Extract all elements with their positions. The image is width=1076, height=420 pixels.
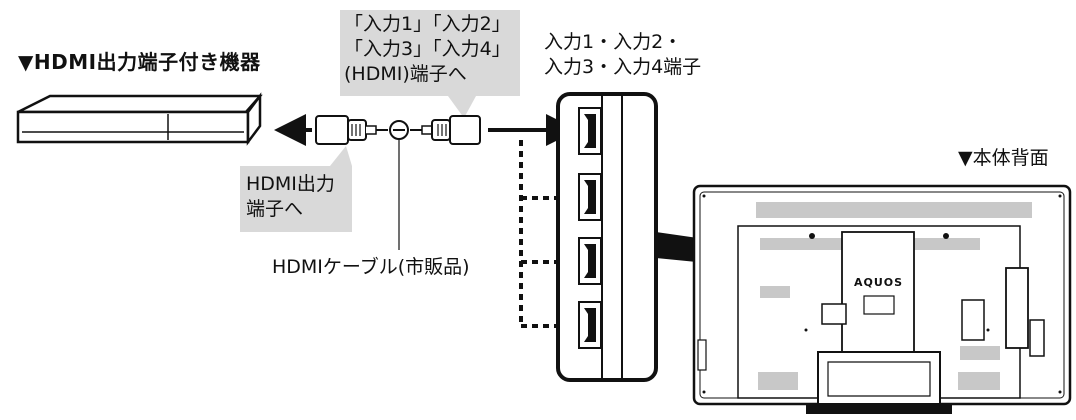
- terminals-label: 入力1・入力2・ 入力3・入力4端子: [544, 30, 701, 80]
- output-callout-bg: [240, 146, 352, 232]
- input-callout: 「入力1」「入力2」 「入力3」「入力4」 (HDMI)端子へ: [344, 12, 511, 87]
- input-callout-line-3: (HDMI)端子へ: [344, 63, 467, 85]
- tv-rear: [692, 184, 1072, 414]
- hdmi-cable: [315, 115, 481, 250]
- hdmi-port-1: [578, 107, 602, 155]
- output-callout-line-2: 端子へ: [246, 198, 304, 220]
- terminals-label-line-2: 入力3・入力4端子: [544, 56, 702, 78]
- hdmi-port-3: [578, 237, 602, 285]
- hdmi-device: [16, 92, 263, 146]
- rear-label: ▼本体背面: [958, 147, 1049, 169]
- input-callout-line-1: 「入力1」「入力2」: [344, 13, 511, 35]
- terminals-label-line-1: 入力1・入力2・: [544, 31, 683, 53]
- input-callout-line-2: 「入力3」「入力4」: [344, 38, 511, 60]
- output-callout-line-1: HDMI出力: [246, 173, 335, 195]
- cable-label: HDMIケーブル(市販品): [272, 256, 470, 278]
- output-callout: HDMI出力 端子へ: [246, 172, 335, 222]
- brand-logo: AQUOS: [854, 276, 904, 289]
- device-label: ▼HDMI出力端子付き機器: [18, 50, 261, 74]
- terminal-panel: [556, 92, 658, 382]
- input-callout-bg: [340, 10, 520, 118]
- hdmi-port-4: [578, 301, 602, 349]
- hdmi-port-2: [578, 173, 602, 221]
